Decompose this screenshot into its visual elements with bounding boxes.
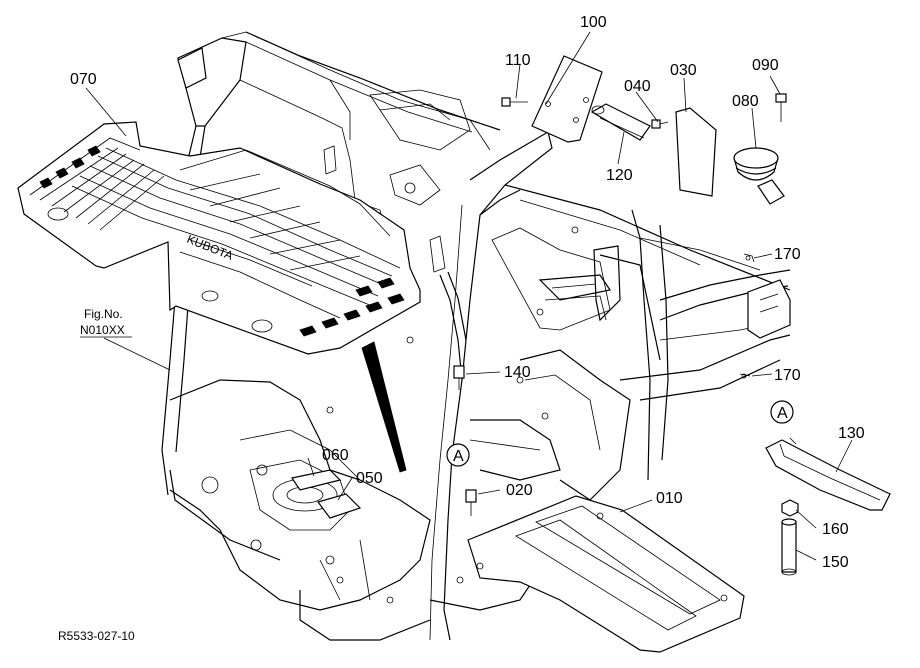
part-140-bolt [453, 365, 465, 390]
cabin-frame [161, 31, 791, 641]
mat-pointer [361, 341, 407, 473]
callout-160: 160 [822, 521, 849, 538]
callout-080: 080 [732, 93, 759, 110]
callout-170-upper: 170 [774, 246, 801, 263]
callout-050: 050 [356, 470, 383, 487]
part-010-floor-plate [467, 495, 745, 653]
callout-030: 030 [670, 62, 697, 79]
part-070-floor-mat: KUBOTA [17, 121, 421, 355]
callout-010: 010 [656, 490, 683, 507]
part-130-cover [765, 437, 891, 511]
callout-120: 120 [606, 167, 633, 184]
part-040-screw [651, 119, 669, 129]
part-150-spacer [781, 518, 797, 576]
callout-130: 130 [838, 425, 865, 442]
part-080-cup-holder [733, 147, 785, 205]
svg-text:A: A [777, 405, 788, 422]
leader-lines [85, 31, 853, 561]
drawing-code: R5533-027-10 [58, 629, 135, 643]
callout-020: 020 [506, 482, 533, 499]
callout-060: 060 [322, 447, 349, 464]
fig-reference: Fig.No. N010XX [80, 307, 132, 338]
part-170-screw-lower [739, 373, 751, 379]
fig-ref-line1: Fig.No. [84, 307, 123, 321]
part-120-grip [590, 103, 651, 141]
callout-110: 110 [505, 52, 531, 69]
callout-090: 090 [752, 57, 779, 74]
part-050-pad [316, 493, 362, 519]
part-110-bolt [501, 97, 528, 107]
callout-100: 100 [580, 14, 607, 31]
part-060-clip [291, 469, 342, 491]
fig-ref-line2: N010XX [80, 323, 125, 337]
part-020-bolt [465, 489, 477, 516]
callout-040: 040 [624, 78, 651, 95]
marker-a-left: A [446, 443, 470, 467]
part-030-cover [675, 107, 717, 197]
svg-text:A: A [453, 448, 464, 465]
callout-labels: 070 100 110 040 030 090 080 120 170 170 … [70, 14, 865, 571]
marker-a-right: A [770, 400, 794, 424]
part-090-bolt [775, 93, 787, 122]
part-160-nut [781, 499, 799, 517]
callout-150: 150 [822, 554, 849, 571]
callout-140: 140 [504, 364, 531, 381]
part-100-plate [531, 55, 603, 143]
part-170-screw-upper [743, 253, 755, 263]
callout-070: 070 [70, 71, 97, 88]
callout-170-lower: 170 [774, 367, 801, 384]
